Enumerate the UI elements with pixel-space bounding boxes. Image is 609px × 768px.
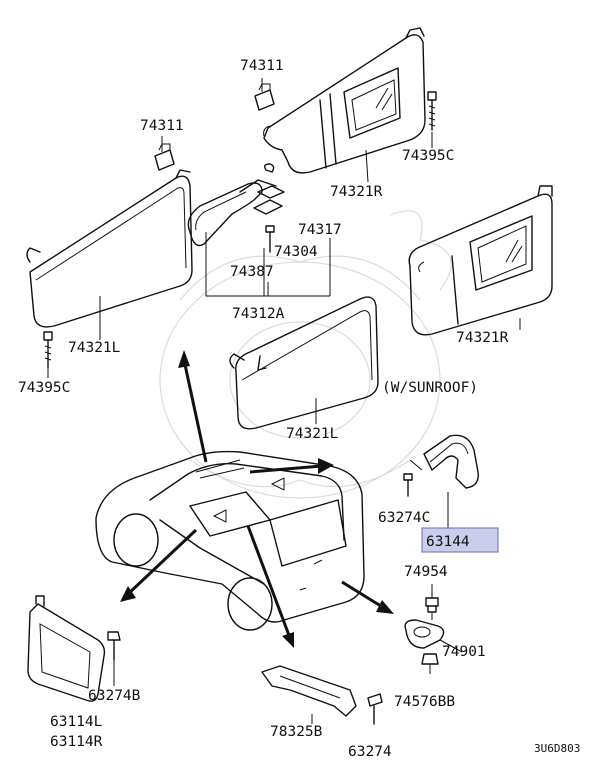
- label-63144[interactable]: 63144: [426, 534, 470, 550]
- label-74387[interactable]: 74387: [230, 264, 274, 280]
- label-63114l[interactable]: 63114L: [50, 714, 103, 730]
- label-74317[interactable]: 74317: [298, 222, 342, 238]
- clip-74954[interactable]: [425, 597, 439, 613]
- screw-63274c[interactable]: [403, 473, 413, 497]
- hook-74901[interactable]: [404, 619, 445, 649]
- vehicle-outline: [95, 450, 365, 631]
- visor-74321r-top[interactable]: [263, 27, 426, 174]
- label-63274c[interactable]: 63274C: [378, 510, 430, 526]
- watermark-emblem: [159, 210, 452, 499]
- label-74304[interactable]: 74304: [274, 244, 318, 260]
- label-74321l-sunroof[interactable]: 74321L: [286, 426, 339, 442]
- sunroof-note: (W/SUNROOF): [382, 380, 478, 396]
- clip-74311-right[interactable]: [254, 83, 275, 111]
- handle-63144[interactable]: [423, 434, 479, 489]
- label-74576bb[interactable]: 74576BB: [394, 694, 455, 710]
- grip-78325b[interactable]: [261, 665, 357, 717]
- mirror-74317[interactable]: [187, 179, 277, 247]
- label-74312a[interactable]: 74312A: [232, 306, 285, 322]
- label-74395c-left[interactable]: 74395C: [18, 380, 70, 396]
- screw-63274b[interactable]: [107, 631, 121, 661]
- visor-74321r-sunroof[interactable]: [408, 185, 553, 336]
- label-74311-left[interactable]: 74311: [140, 118, 184, 134]
- label-74321l-top[interactable]: 74321L: [68, 340, 121, 356]
- callout-arrows: [120, 350, 394, 648]
- label-74395c-right[interactable]: 74395C: [402, 148, 454, 164]
- visor-74321l-sunroof[interactable]: [229, 296, 379, 430]
- label-74321r-top[interactable]: 74321R: [330, 184, 383, 200]
- leader-74312a: [205, 232, 331, 297]
- label-74901[interactable]: 74901: [442, 644, 486, 660]
- screw-63274[interactable]: [367, 693, 383, 725]
- leader-lines: [47, 78, 521, 424]
- screw-74395c-right[interactable]: [427, 91, 437, 131]
- screw-74395c-left[interactable]: [43, 331, 53, 369]
- leader-lower-right: [429, 584, 463, 674]
- highlight-63144: [421, 527, 499, 553]
- diagram-id: 3U6D803: [534, 742, 580, 755]
- label-63274[interactable]: 63274: [348, 744, 392, 760]
- label-74311-right[interactable]: 74311: [240, 58, 284, 74]
- visor-74321l-top[interactable]: [26, 169, 193, 328]
- bracket-74304[interactable]: [253, 163, 285, 215]
- label-74321r-sunroof[interactable]: 74321R: [456, 330, 509, 346]
- visor-63114[interactable]: [27, 595, 106, 702]
- screw-74387[interactable]: [265, 225, 275, 253]
- label-74954[interactable]: 74954: [404, 564, 448, 580]
- leader-63274c-clip: [409, 459, 423, 471]
- label-63274b[interactable]: 63274B: [88, 688, 141, 704]
- label-78325b[interactable]: 78325B: [270, 724, 323, 740]
- clip-74311-left[interactable]: [154, 143, 175, 171]
- label-63114r[interactable]: 63114R: [50, 734, 103, 750]
- nut-74576bb[interactable]: [421, 653, 439, 665]
